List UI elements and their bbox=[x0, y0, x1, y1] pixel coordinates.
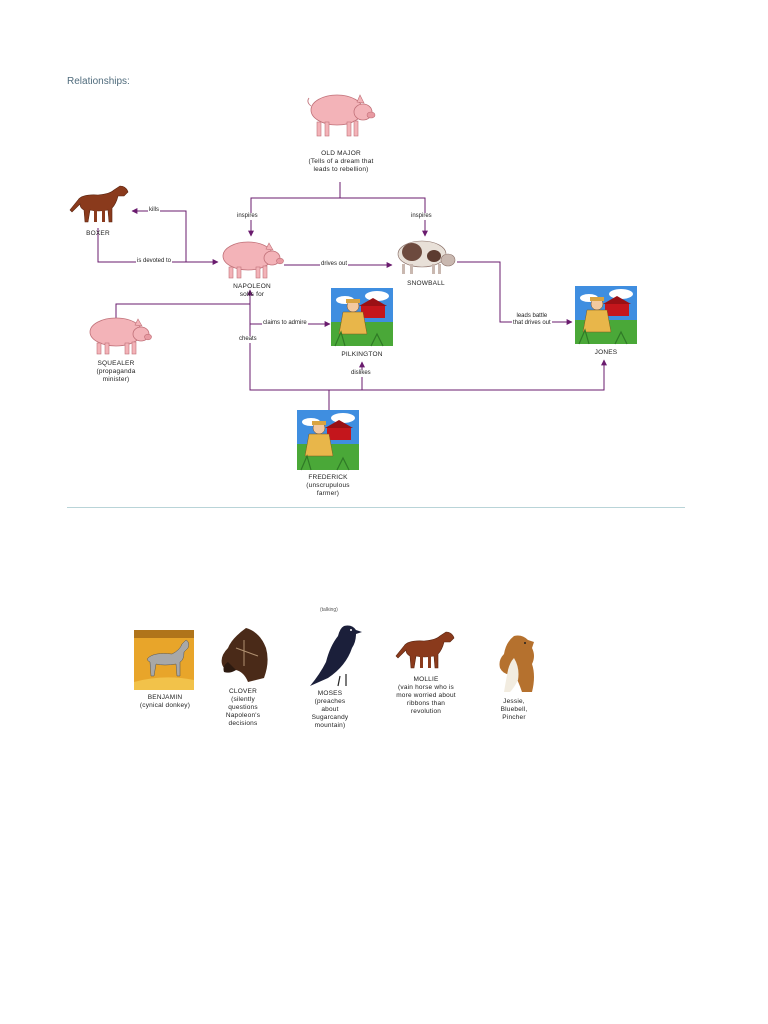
relation-kills: kills bbox=[148, 207, 160, 214]
relation-inspires-napoleon: inspires bbox=[236, 213, 259, 220]
edge-squealer-napoleon bbox=[115, 289, 253, 324]
farmer-icon bbox=[575, 286, 637, 345]
edge-cheats-line bbox=[249, 324, 607, 391]
relation-inspires-snowball: inspires bbox=[410, 213, 433, 220]
donkey-icon bbox=[134, 630, 194, 690]
pig-icon bbox=[397, 240, 456, 274]
edge-old-major-snowball bbox=[340, 197, 428, 237]
moses-top-note: (talking) bbox=[320, 607, 338, 613]
farmer-icon bbox=[297, 410, 359, 471]
relation-leads-battle: leads battle that drives out bbox=[512, 313, 552, 327]
squealer-label: SQUEALER (propaganda minister) bbox=[96, 360, 136, 383]
pig-icon bbox=[307, 94, 376, 137]
relation-devoted: is devoted to bbox=[136, 258, 173, 265]
horse-icon bbox=[221, 628, 268, 682]
moses-label: MOSES (preaches about Sugarcandy mountai… bbox=[311, 690, 349, 729]
edge-napoleon-kills-boxer bbox=[131, 208, 187, 262]
edge-old-major-split bbox=[248, 182, 341, 237]
page-heading: Relationships: bbox=[67, 76, 130, 87]
section-divider bbox=[67, 507, 685, 508]
farmer-icon bbox=[331, 288, 393, 347]
old-major-label: OLD MAJOR (Tells of a dream that leads t… bbox=[308, 150, 374, 173]
pilkington-label: PILKINGTON bbox=[341, 351, 383, 358]
dog-icon bbox=[499, 635, 534, 692]
boxer-label: BOXER bbox=[86, 230, 110, 237]
relation-dislikes: dislikes bbox=[350, 370, 372, 377]
benjamin-label: BENJAMIN (cynical donkey) bbox=[139, 694, 191, 709]
raven-icon bbox=[310, 625, 362, 687]
relation-claims: claims to admire bbox=[262, 320, 308, 327]
dogs-label: Jessie, Bluebell, Pincher bbox=[500, 698, 528, 721]
horse-icon bbox=[395, 631, 455, 669]
pig-icon bbox=[222, 241, 284, 279]
edge-boxer-devoted-napoleon bbox=[97, 228, 219, 265]
clover-label: CLOVER (silently questions Napoleon's de… bbox=[225, 688, 261, 727]
snowball-label: SNOWBALL bbox=[407, 280, 445, 287]
frederick-label: FREDERICK (unscrupulous farmer) bbox=[306, 474, 350, 497]
jones-label: JONES bbox=[594, 349, 618, 356]
horse-icon bbox=[69, 185, 129, 223]
napoleon-label: NAPOLEON solfs for bbox=[233, 283, 271, 298]
pig-icon bbox=[89, 317, 152, 355]
relation-cheats: cheats bbox=[238, 336, 258, 343]
mollie-label: MOLLIE (vain horse who is more worried a… bbox=[396, 676, 456, 715]
relation-drives-out: drives out bbox=[320, 261, 349, 268]
